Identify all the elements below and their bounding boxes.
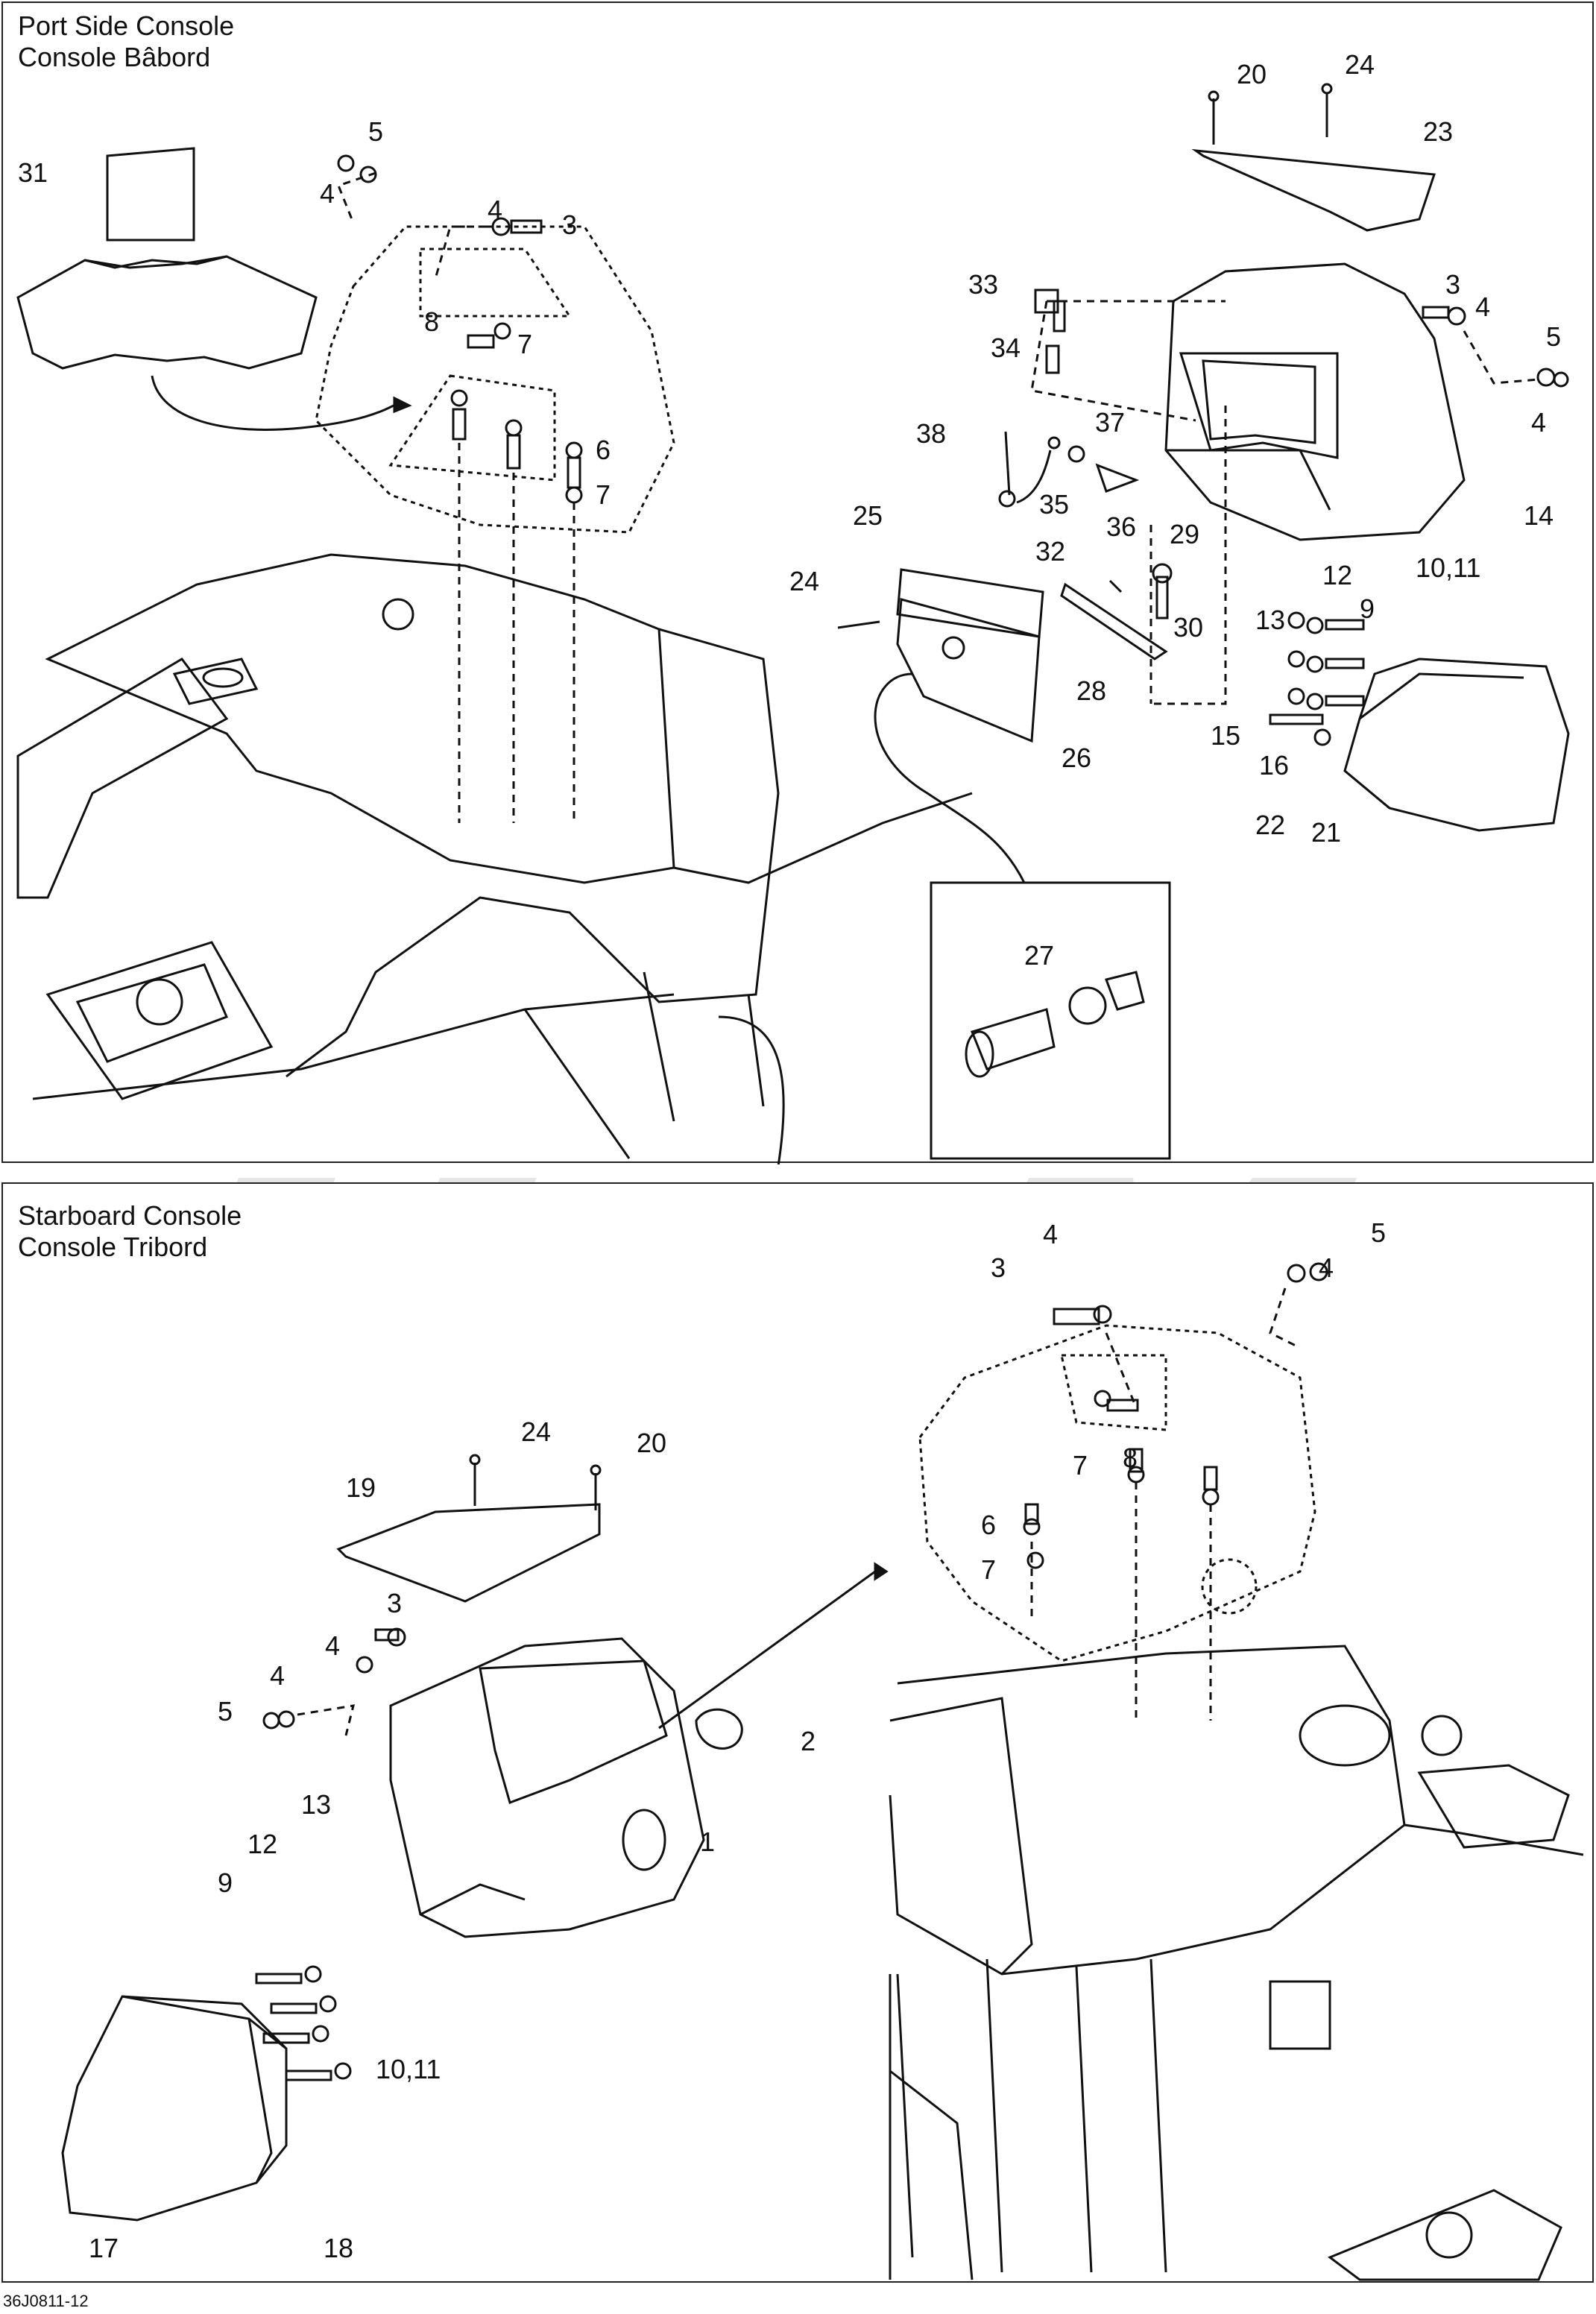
callout-3: 3	[991, 1252, 1006, 1283]
callout-13: 13	[1255, 605, 1285, 635]
callout-32: 32	[1035, 536, 1065, 567]
part-31-panel	[16, 255, 318, 370]
starboard-callouts: 4 3 5 4 24 20 8 7 19 6 7 3 4 4 5 2 1 13 …	[89, 1217, 1386, 2263]
port-console-exploded-view	[16, 83, 1570, 1164]
callout-17: 17	[89, 2233, 119, 2263]
callout-21: 21	[1311, 817, 1341, 848]
callout-34: 34	[991, 332, 1021, 363]
callout-5r: 5	[1546, 321, 1561, 352]
callout-4: 4	[320, 178, 335, 209]
callout-25: 25	[853, 500, 883, 531]
callout-20: 20	[1237, 59, 1267, 89]
port-callouts: 5 4 31 4 3 8 7 6 7 20 24 23 33 3 4 5 4 3…	[18, 49, 1561, 971]
callout-8: 8	[1123, 1443, 1138, 1473]
callout-2: 2	[801, 1726, 816, 1756]
panel-title-fr: Console Bâbord	[18, 42, 211, 72]
callout-20: 20	[637, 1428, 666, 1458]
callout-7b: 7	[596, 479, 611, 510]
callout-6: 6	[596, 435, 611, 465]
callout-4c: 4	[325, 1630, 340, 1661]
callout-22: 22	[1255, 810, 1285, 840]
callout-4b: 4	[488, 195, 502, 225]
callout-33: 33	[968, 269, 998, 300]
callout-26: 26	[1062, 743, 1091, 773]
callout-7: 7	[517, 329, 532, 359]
callout-3b: 3	[387, 1588, 402, 1618]
callout-7b: 7	[981, 1554, 996, 1585]
callout-29: 29	[1170, 519, 1199, 549]
starboard-console-panel: Starboard Console Console Tribord	[1, 1182, 1594, 2283]
callout-1: 1	[700, 1826, 715, 1857]
part-31-cover	[106, 147, 195, 242]
callout-16: 16	[1259, 750, 1289, 781]
callout-8: 8	[424, 306, 439, 337]
port-side-console-panel: Port Side Console Console Bâbord	[1, 1, 1594, 1164]
callout-5: 5	[368, 116, 383, 147]
callout-23: 23	[1423, 116, 1453, 147]
callout-10-11: 10,11	[376, 2054, 441, 2084]
callout-19: 19	[346, 1472, 376, 1503]
callout-28: 28	[1076, 675, 1106, 706]
panel-title-en: Port Side Console	[18, 10, 235, 41]
callout-38: 38	[916, 418, 946, 449]
callout-37: 37	[1095, 407, 1125, 438]
callout-35: 35	[1039, 489, 1069, 520]
callout-4r: 4	[1475, 291, 1490, 322]
callout-6: 6	[981, 1510, 996, 1540]
callout-13: 13	[301, 1789, 331, 1820]
callout-3r: 3	[1445, 269, 1460, 300]
callout-10-11: 10,11	[1416, 552, 1480, 583]
starboard-console-exploded-view	[61, 1262, 1584, 2281]
callout-4d: 4	[270, 1660, 285, 1691]
callout-18: 18	[324, 2233, 353, 2263]
callout-24b: 24	[789, 566, 819, 596]
callout-24: 24	[1345, 49, 1375, 80]
panel-title-fr: Console Tribord	[18, 1232, 208, 1262]
callout-30: 30	[1173, 612, 1203, 643]
callout-31: 31	[18, 157, 48, 188]
callout-5b: 5	[218, 1696, 233, 1727]
callout-4b: 4	[1319, 1252, 1334, 1283]
panel-title-en: Starboard Console	[18, 1200, 242, 1231]
callout-12: 12	[1322, 560, 1352, 590]
callout-24: 24	[521, 1416, 551, 1447]
callout-9: 9	[218, 1867, 233, 1898]
callout-14: 14	[1524, 500, 1554, 531]
callout-12: 12	[247, 1829, 277, 1859]
callout-4r2: 4	[1531, 407, 1546, 438]
callout-4: 4	[1043, 1219, 1058, 1249]
callout-15: 15	[1211, 720, 1240, 751]
callout-3: 3	[562, 209, 577, 240]
callout-9: 9	[1360, 593, 1375, 624]
callout-7: 7	[1073, 1450, 1088, 1481]
callout-27: 27	[1024, 940, 1054, 971]
callout-5: 5	[1371, 1217, 1386, 1248]
callout-36: 36	[1106, 511, 1136, 542]
diagram-code: 36J0811-12	[3, 2292, 89, 2310]
